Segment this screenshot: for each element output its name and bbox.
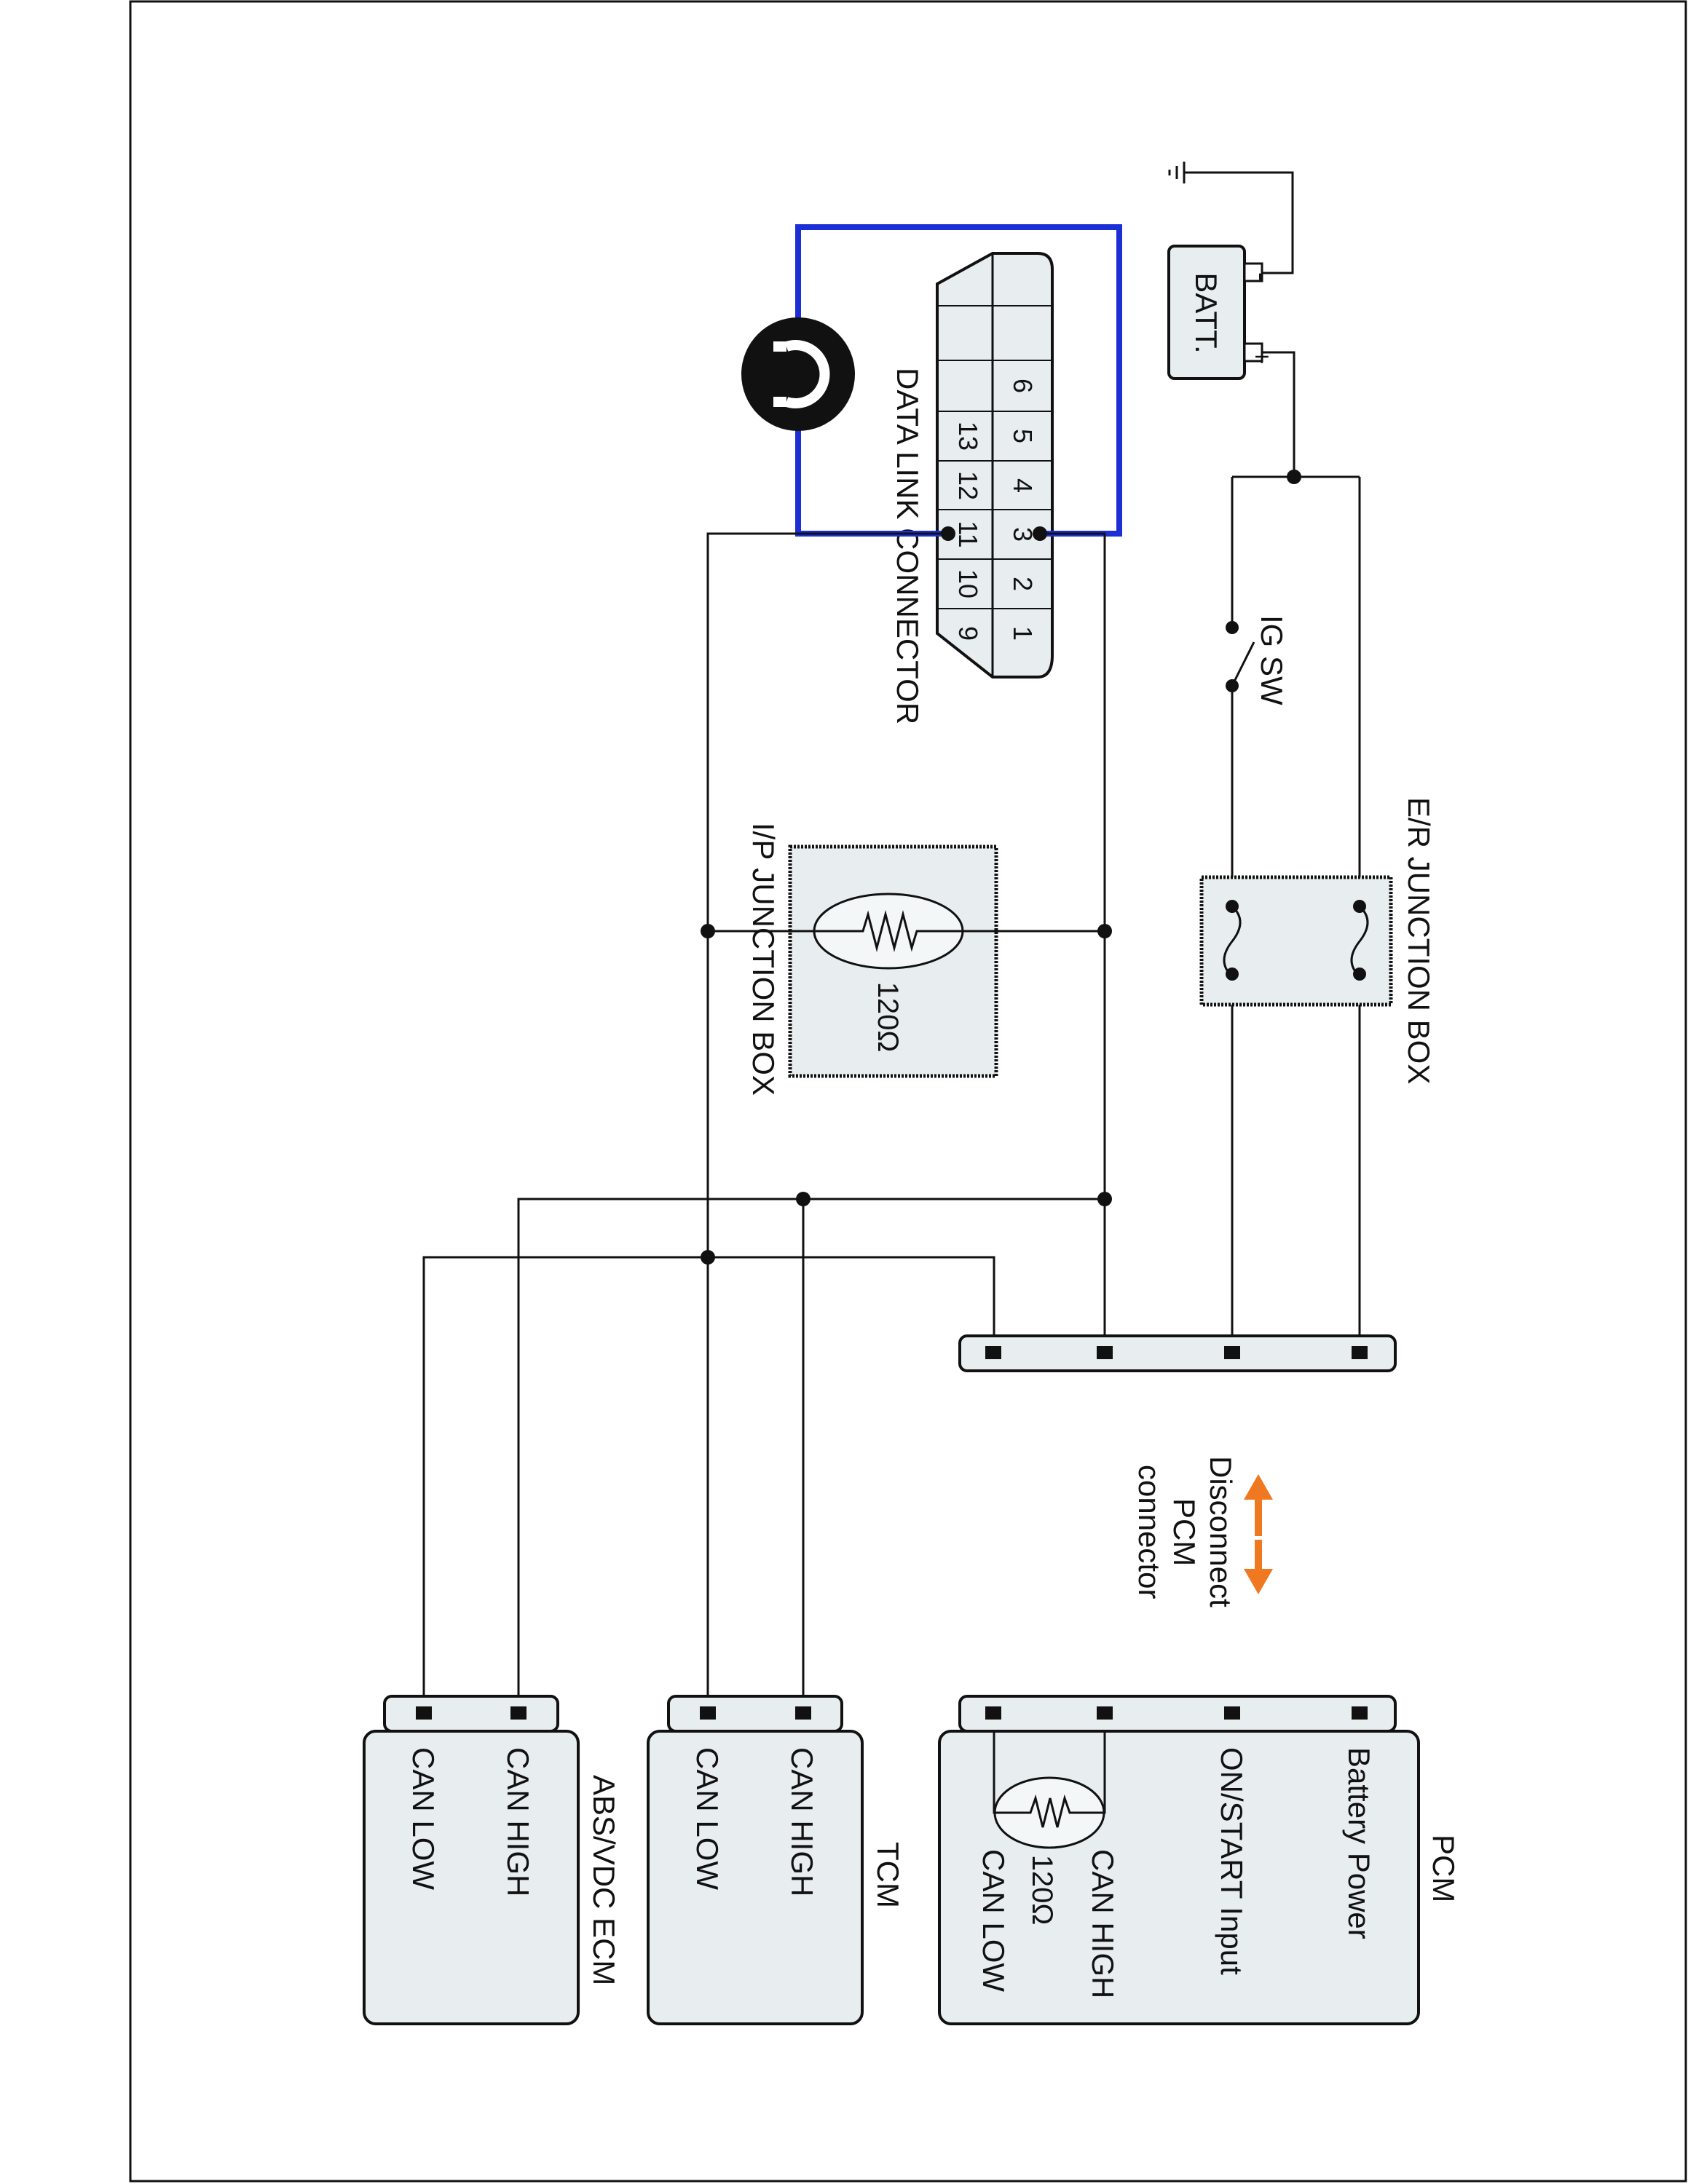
abs-connector — [383, 1695, 559, 1733]
dlc-pin-6: 6 — [1008, 379, 1038, 393]
tcm-module: TCM CAN HIGH CAN LOW — [647, 1695, 905, 2025]
dlc-pin-9: 9 — [953, 626, 983, 641]
er-junction-box-label: E/R JUNCTION BOX — [1402, 797, 1436, 1084]
pcm-harness-connector — [958, 1334, 1397, 1372]
abs-title: ABS/VDC ECM — [587, 1775, 621, 1985]
ig-sw-blade — [1231, 641, 1255, 687]
dlc-pin-3: 3 — [1008, 527, 1038, 542]
disconnect-arrow-icon — [1244, 1474, 1273, 1594]
dlc-pin-10: 10 — [953, 569, 983, 598]
tcm-title: TCM — [871, 1842, 905, 1908]
data-link-connector: 6 5 4 3 2 1 13 12 11 10 9 — [936, 252, 1054, 678]
fuse-icon — [1350, 905, 1369, 978]
disconnect-label-line2: PCM — [1167, 1498, 1202, 1566]
low-branch-node — [701, 1250, 715, 1265]
ip-junction-box-label: I/P JUNCTION BOX — [746, 823, 781, 1096]
resistor-icon — [853, 910, 925, 952]
ig-sw-contact-a — [1226, 621, 1239, 634]
pcm-resistor-label: 120Ω — [1026, 1855, 1058, 1926]
ip-high-node — [1097, 924, 1112, 938]
pcm-pin-battery-power: Battery Power — [1342, 1747, 1376, 1939]
pcm-title: PCM — [1427, 1835, 1461, 1902]
ground-icon — [1168, 162, 1186, 183]
pcm-pin-can-high: CAN HIGH — [1086, 1849, 1120, 1998]
ip-resistor-label: 120Ω — [872, 982, 904, 1053]
tcm-pin-can-low: CAN LOW — [690, 1747, 725, 1890]
tcm-high-node — [796, 1192, 811, 1206]
pcm-pin-on-start-input: ON/START Input — [1215, 1747, 1249, 1975]
pcm-connector — [958, 1695, 1397, 1733]
dlc-pin-2: 2 — [1008, 577, 1038, 591]
battery: - + BATT. — [1167, 245, 1277, 380]
fuse-icon — [1223, 905, 1242, 978]
dlc-pin-5: 5 — [1008, 429, 1038, 443]
abs-pin-can-high: CAN HIGH — [501, 1747, 535, 1896]
battery-minus-label: - — [1247, 272, 1277, 281]
scan-tool-low-wire — [795, 430, 948, 537]
battery-label: BATT. — [1189, 272, 1223, 353]
battery-feed-wire — [1262, 351, 1295, 477]
omega-scan-tool-icon — [741, 317, 855, 431]
abs-vdc-ecm-module: ABS/VDC ECM CAN HIGH CAN LOW — [363, 1695, 621, 2025]
ground-wire — [1184, 171, 1294, 274]
high-branch-node — [1097, 1192, 1112, 1206]
can-high-bus-wire — [1040, 532, 1106, 1350]
ip-junction-box: 120Ω — [788, 844, 998, 1078]
tcm-pin-can-high: CAN HIGH — [785, 1747, 819, 1896]
page-frame — [129, 0, 1687, 2183]
data-link-connector-label: DATA LINK CONNECTOR — [891, 368, 925, 724]
abs-can-high-wire — [517, 1198, 1105, 1714]
ig-sw-label: IG SW — [1255, 615, 1289, 705]
pcm-module: PCM Battery Power ON/START Input CAN HIG… — [938, 1695, 1461, 2025]
dlc-pin-1: 1 — [1008, 626, 1038, 641]
er-junction-box — [1199, 875, 1393, 1007]
dlc-pin-12: 12 — [953, 471, 983, 500]
dlc-pin-4: 4 — [1008, 478, 1038, 493]
tcm-connector — [667, 1695, 843, 1733]
dlc-pin-11: 11 — [953, 521, 983, 547]
disconnect-label-line1: Disconnect — [1204, 1456, 1238, 1607]
ip-low-node — [701, 924, 715, 938]
battery-split-node — [1287, 470, 1301, 484]
dlc-pin-13: 13 — [953, 422, 983, 451]
can-low-bus-wire — [706, 532, 948, 1714]
pcm-pin-can-low: CAN LOW — [977, 1849, 1011, 1992]
disconnect-label-line3: connector — [1132, 1465, 1167, 1599]
resistor-icon — [1023, 1794, 1076, 1828]
abs-pin-can-low: CAN LOW — [406, 1747, 441, 1890]
